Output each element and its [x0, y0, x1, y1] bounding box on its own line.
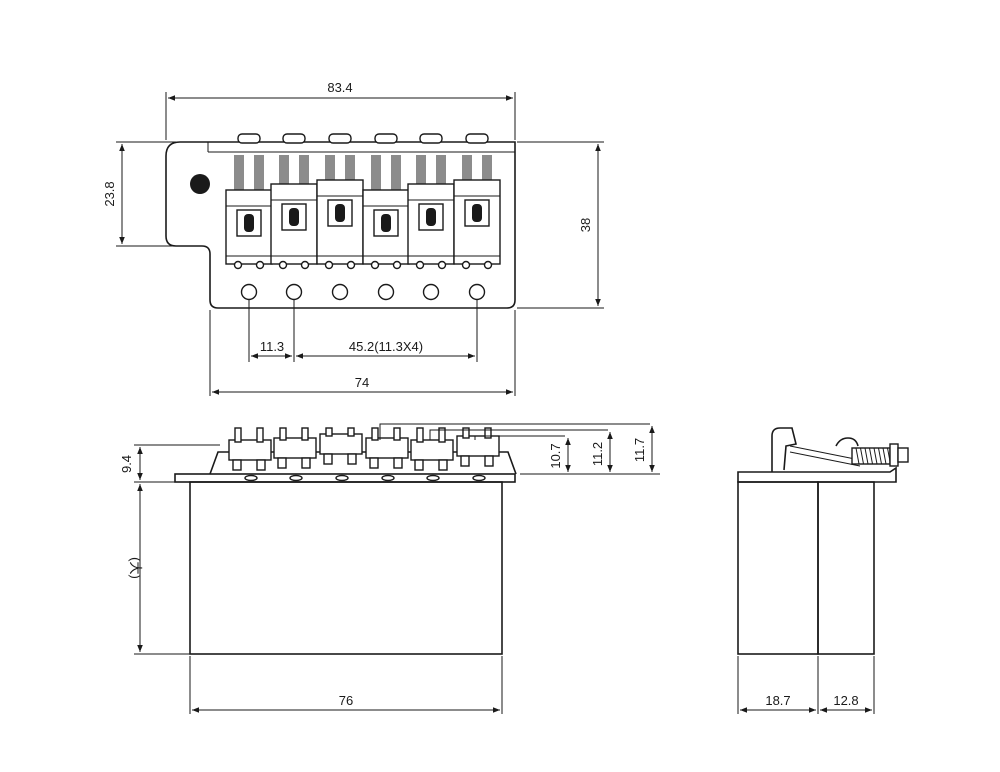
- string-slot: [465, 133, 489, 144]
- dim-label-span-spacing: 45.2(11.3X4): [349, 339, 423, 354]
- end-baseplate: [737, 466, 897, 483]
- side-saddle: [410, 427, 454, 482]
- mounting-hole: [190, 174, 210, 194]
- side-saddles: [228, 427, 500, 482]
- end-block-front: [737, 481, 819, 655]
- dim-label-baseplate-thickness: 9.4: [119, 455, 134, 473]
- side-saddle: [319, 427, 363, 482]
- end-view: 18.7 12.8: [737, 427, 909, 714]
- screw-hole: [331, 283, 349, 301]
- side-view: 9.4 (大) 76 10.7 11.2 11.7: [119, 423, 660, 714]
- saddle: [362, 155, 410, 270]
- string-slot: [374, 133, 398, 144]
- screw-hole: [377, 283, 395, 301]
- side-block: [189, 481, 503, 655]
- dim-label-saddle-height-2: 11.2: [590, 442, 605, 466]
- dim-label-block-front: 18.7: [765, 693, 790, 708]
- dim-label-overall-width: 83.4: [327, 80, 352, 95]
- screw-hole: [422, 283, 440, 301]
- dim-block-depth: (大): [128, 484, 190, 655]
- saddle: [270, 155, 318, 270]
- saddle: [225, 155, 273, 270]
- saddle: [407, 155, 455, 270]
- dim-height-front: 23.8: [102, 141, 180, 247]
- string-slot: [237, 133, 261, 144]
- dim-label-height-total: 38: [578, 218, 593, 232]
- top-view: 83.4 23.8 38 11.3 45.2(11.3X4): [102, 80, 604, 396]
- dim-overall-width: 83.4: [165, 80, 516, 140]
- screw-hole: [240, 283, 258, 301]
- dim-label-screw-span: 74: [355, 375, 369, 390]
- string-slot: [419, 133, 443, 144]
- saddles: [225, 155, 501, 270]
- dim-label-saddle-height-1: 10.7: [548, 443, 563, 468]
- saddle: [453, 155, 501, 270]
- screw-hole: [285, 283, 303, 301]
- dim-label-string-spacing: 11.3: [260, 339, 284, 354]
- side-saddle: [228, 427, 272, 482]
- dim-baseplate-thickness: 9.4: [119, 444, 220, 483]
- dim-label-block-depth: (大): [128, 557, 143, 579]
- dim-label-block-back: 12.8: [833, 693, 858, 708]
- top-baseplate: [165, 141, 516, 309]
- dim-string-spacing: 11.3 45.2(11.3X4): [248, 300, 478, 362]
- saddle: [316, 155, 364, 270]
- screw-hole: [468, 283, 486, 301]
- dim-height-total: 38: [517, 141, 604, 309]
- dim-saddle-heights: 10.7 11.2 11.7: [520, 426, 660, 475]
- screw-holes: [240, 283, 486, 301]
- dim-block-width: 76: [189, 656, 503, 714]
- dim-screw-span: 74: [209, 310, 516, 396]
- end-block-back: [817, 481, 875, 655]
- dim-label-block-width: 76: [339, 693, 353, 708]
- side-saddle: [273, 427, 317, 482]
- string-slots: [237, 133, 489, 144]
- side-saddle: [365, 427, 409, 482]
- dim-label-height-front: 23.8: [102, 181, 117, 206]
- dim-label-saddle-height-3: 11.7: [632, 438, 647, 462]
- dim-end-block: 18.7 12.8: [737, 656, 875, 714]
- string-slot: [328, 133, 352, 144]
- string-slot: [282, 133, 306, 144]
- end-saddle: [771, 427, 909, 472]
